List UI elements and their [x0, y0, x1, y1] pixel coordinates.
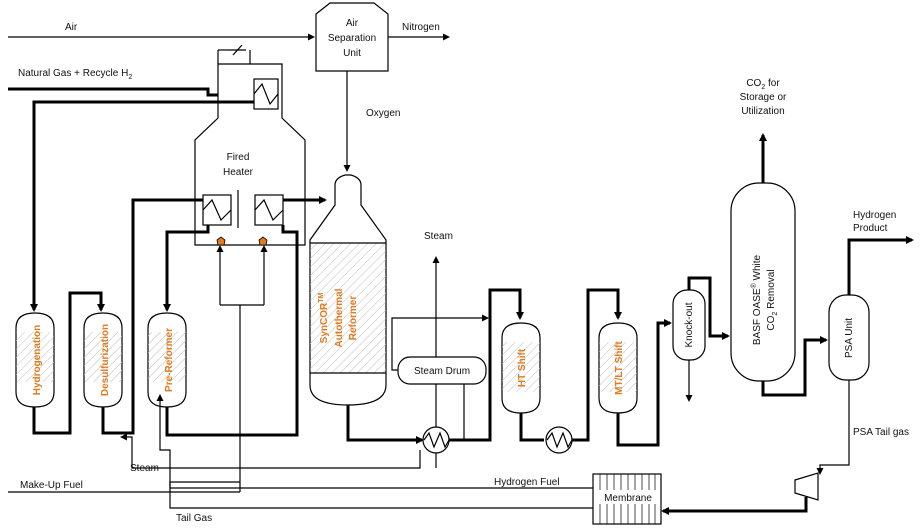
- co2-label-1: CO2 for: [746, 78, 780, 91]
- natural-gas-label: Natural Gas + Recycle H2: [18, 68, 132, 81]
- mt-lt-shift-label: MT/LT Shift: [614, 340, 625, 394]
- fired-heater-label-1: Fired: [227, 152, 250, 163]
- to-basf-line: [687, 276, 730, 340]
- oxygen-label: Oxygen: [366, 108, 400, 119]
- to-psa-line: [761, 336, 828, 397]
- atr-outlet-line: [346, 405, 424, 444]
- hydrogenation-outlet-line: [32, 291, 105, 435]
- prereformer-coil: [202, 194, 232, 226]
- hydrogenation-vessel: Hydrogenation: [15, 312, 55, 408]
- pre-reformer-vessel: Pre-Reformer: [147, 312, 187, 408]
- make-up-fuel-label: Make-Up Fuel: [20, 480, 83, 491]
- psa-unit-label: PSA Unit: [844, 318, 855, 358]
- tail-gas-label: Tail Gas: [176, 513, 212, 524]
- to-mt-shift-line: [572, 288, 622, 442]
- hydrogen-product-line: [847, 236, 914, 295]
- fired-heater-label-2: Heater: [223, 167, 254, 178]
- feed-preheat-coil-zigzag: [253, 82, 279, 106]
- preheated-feed-line: [30, 100, 254, 312]
- air-separation-unit: [315, 2, 389, 72]
- prereformer-outlet-line: [165, 225, 299, 437]
- burner-icon-left: [216, 236, 226, 246]
- atr-label-1: SynCORTM: [318, 292, 330, 343]
- prereformer-coil-zigzag: [202, 198, 232, 222]
- mt-lt-shift-vessel: [598, 322, 638, 414]
- pre-reformer-label: Pre-Reformer: [164, 328, 175, 392]
- membrane-label: Membrane: [604, 493, 652, 504]
- waste-heat-exchanger-icon: [422, 426, 450, 454]
- hydrogen-product-label-2: Product: [853, 223, 888, 234]
- psa-tail-gas-line: [816, 380, 850, 475]
- steam-drum-label: Steam Drum: [414, 366, 470, 377]
- atr-label-2: Autothermal: [334, 288, 345, 347]
- co2-label-2: Storage or: [740, 92, 787, 103]
- prereformer-feed-line: [163, 225, 210, 312]
- ht-shift-label: HT Shift: [517, 348, 528, 387]
- asu-label-1: Air: [346, 18, 359, 29]
- psa-tail-gas-label: PSA Tail gas: [853, 427, 909, 438]
- mt-lt-outlet-line: [616, 319, 672, 447]
- compressor-icon: [794, 472, 819, 501]
- basf-label-1: BASF OASE® White: [750, 254, 763, 345]
- co2-label-3: Utilization: [741, 106, 784, 117]
- ht-shift-outlet-line: [519, 413, 544, 442]
- desulfurization-label: Desulfurization: [100, 324, 111, 396]
- shift-cooler-icon: [545, 426, 573, 454]
- desulf-outlet-line: [101, 198, 193, 435]
- nitrogen-label: Nitrogen: [402, 22, 440, 33]
- desulfurization-vessel: Desulfurization: [83, 312, 123, 408]
- steam-label-bottom: Steam: [130, 463, 159, 474]
- basf-co2-removal: [730, 182, 796, 382]
- atr-feed-coil-zigzag: [254, 198, 284, 222]
- steam-label-top: Steam: [424, 231, 453, 242]
- atr-label-3: Reformer: [348, 296, 359, 341]
- to-ht-shift-line: [449, 288, 524, 442]
- ht-shift-vessel: [501, 322, 541, 414]
- knock-out-label: Knock-out: [684, 302, 695, 347]
- membrane-label-bg: [599, 490, 657, 504]
- basf-label-2: CO2 Removal: [766, 269, 779, 330]
- tail-gas-line: [156, 394, 593, 509]
- burner-icon-right: [258, 236, 268, 246]
- hydrogen-fuel-label: Hydrogen Fuel: [494, 477, 560, 488]
- hydrogenation-label: Hydrogenation: [32, 325, 43, 396]
- asu-label-3: Unit: [343, 48, 361, 59]
- damper-icon: [232, 44, 243, 56]
- compressor-outlet-line: [661, 497, 808, 515]
- steam-drum-return: [449, 384, 465, 441]
- steam-injection-line: [120, 433, 421, 469]
- asu-label-2: Separation: [328, 33, 376, 44]
- air-label: Air: [65, 22, 78, 33]
- hydrogen-product-label-1: Hydrogen: [853, 210, 896, 221]
- autothermal-reformer: [309, 174, 387, 406]
- steam-drum-downcomer: [391, 314, 489, 371]
